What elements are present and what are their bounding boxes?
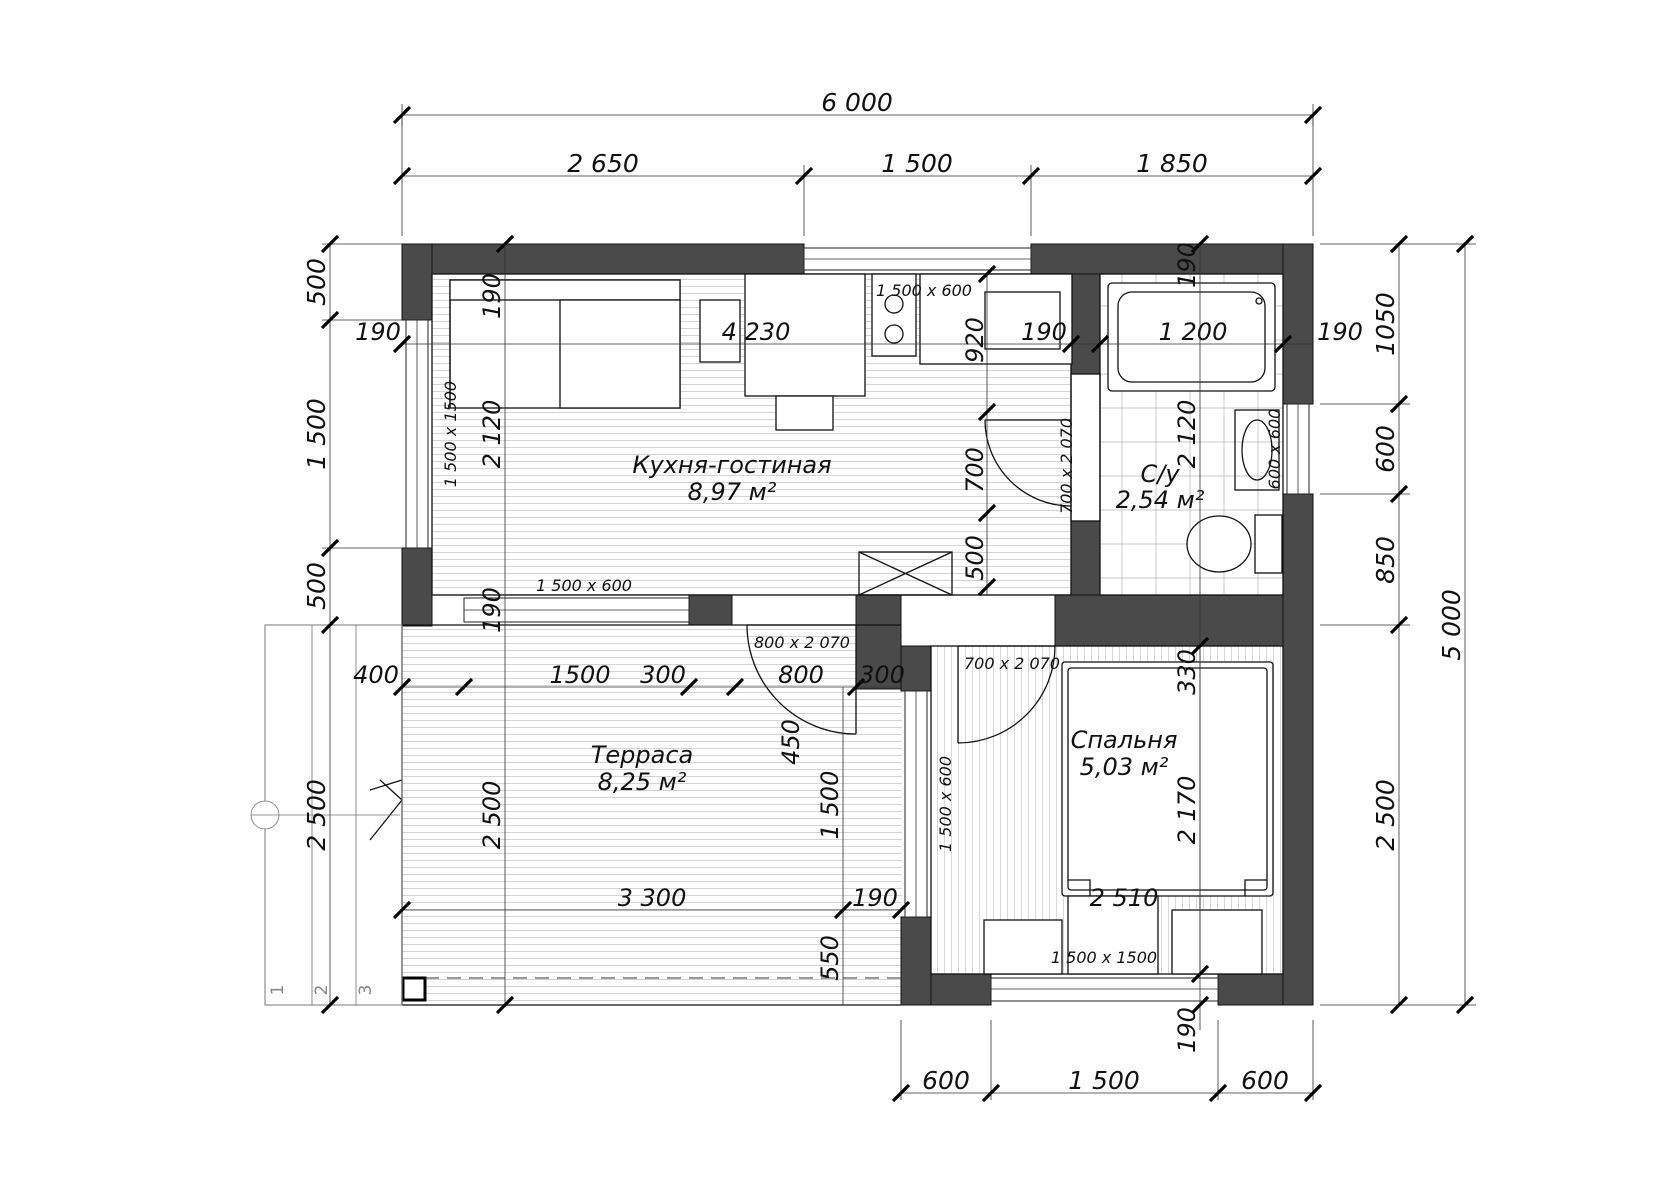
room-name: Кухня-гостиная: [632, 451, 831, 479]
overall-width-label: 6 000: [821, 88, 893, 117]
right-chain-label: 1050: [1371, 292, 1400, 356]
bottom-chain-label: 600: [1241, 1066, 1289, 1095]
opening-label: 1 500 x 600: [936, 756, 955, 852]
room-name: Спальня: [1071, 726, 1178, 754]
room-name: С/у: [1140, 460, 1180, 488]
labels: 6 000 2 650 1 500 1 850 600 1 500 600 10…: [268, 88, 1466, 1095]
room-area: 8,97 м²: [688, 478, 777, 506]
top-chain-label: 1 500: [881, 149, 953, 178]
furniture: [369, 273, 1283, 979]
dim-label: 4 230: [722, 318, 791, 346]
bottom-chain-label: 600: [922, 1066, 970, 1095]
dim-label: 190: [1173, 1007, 1201, 1053]
room-area: 8,25 м²: [598, 768, 687, 796]
left-chain-label: 1 500: [302, 398, 331, 470]
left-chain-label: 500: [302, 258, 331, 306]
dim-label: 800: [778, 661, 824, 689]
dim-label: 190: [1021, 318, 1067, 346]
opening-label: 1 500 x 600: [536, 576, 632, 595]
dim-label: 2 170: [1173, 776, 1201, 845]
dim-label: 920: [961, 317, 989, 363]
dim-label: 330: [1173, 649, 1201, 695]
dim-label: 190: [355, 318, 401, 346]
dim-label: 550: [816, 935, 844, 981]
dim-label: 190: [478, 273, 506, 319]
dim-label: 300: [640, 661, 686, 689]
opening-label: 700 x 2 070: [1057, 418, 1076, 514]
axis-label: 2: [312, 985, 332, 996]
bottom-chain-label: 1 500: [1068, 1066, 1140, 1095]
dim-label: 2 510: [1090, 884, 1159, 912]
opening-label: 1 500 x 1500: [1051, 948, 1157, 967]
dimension-ticks: [320, 105, 1475, 1103]
axis-label: 3: [356, 985, 376, 996]
left-chain-label: 500: [302, 562, 331, 610]
top-chain-label: 1 850: [1136, 149, 1208, 178]
dim-label: 190: [1317, 318, 1363, 346]
dim-label: 2 120: [478, 400, 506, 469]
dim-label: 700: [961, 447, 989, 493]
left-chain-label: 2 500: [302, 779, 331, 851]
room-name: Терраса: [591, 741, 694, 769]
dim-label: 1 500: [816, 771, 844, 840]
opening-label: 700 x 2 070: [964, 654, 1060, 673]
dim-label: 190: [478, 587, 506, 633]
dim-label: 300: [859, 661, 905, 689]
dim-label: 3 300: [618, 884, 687, 912]
dim-label: 190: [852, 884, 898, 912]
terrace-floor: [402, 625, 902, 1005]
windows: [405, 247, 1310, 1002]
room-area: 2,54 м²: [1116, 486, 1205, 514]
dim-label: 1500: [549, 661, 610, 689]
right-chain-label: 2 500: [1371, 779, 1400, 851]
dim-label: 2 120: [1173, 400, 1201, 469]
overall-depth-label: 5 000: [1437, 589, 1466, 661]
dim-label: 190: [1173, 242, 1201, 288]
top-chain-label: 2 650: [567, 149, 639, 178]
opening-label: 800 x 2 070: [754, 633, 850, 652]
dim-label: 450: [777, 719, 805, 765]
opening-label: 1 500 x 600: [876, 281, 972, 300]
axis-label: 1: [268, 985, 288, 996]
right-chain-label: 850: [1371, 536, 1400, 584]
dim-label: 500: [961, 535, 989, 581]
right-chain-label: 600: [1371, 425, 1400, 473]
dim-label: 1 200: [1159, 318, 1228, 346]
room-area: 5,03 м²: [1080, 753, 1169, 781]
walls: [401, 243, 1314, 1006]
opening-label: 1 500 x 1500: [441, 381, 460, 487]
dim-label: 400: [353, 661, 399, 689]
opening-label: 600 x 600: [1265, 409, 1284, 490]
dim-label: 2 500: [478, 781, 506, 850]
